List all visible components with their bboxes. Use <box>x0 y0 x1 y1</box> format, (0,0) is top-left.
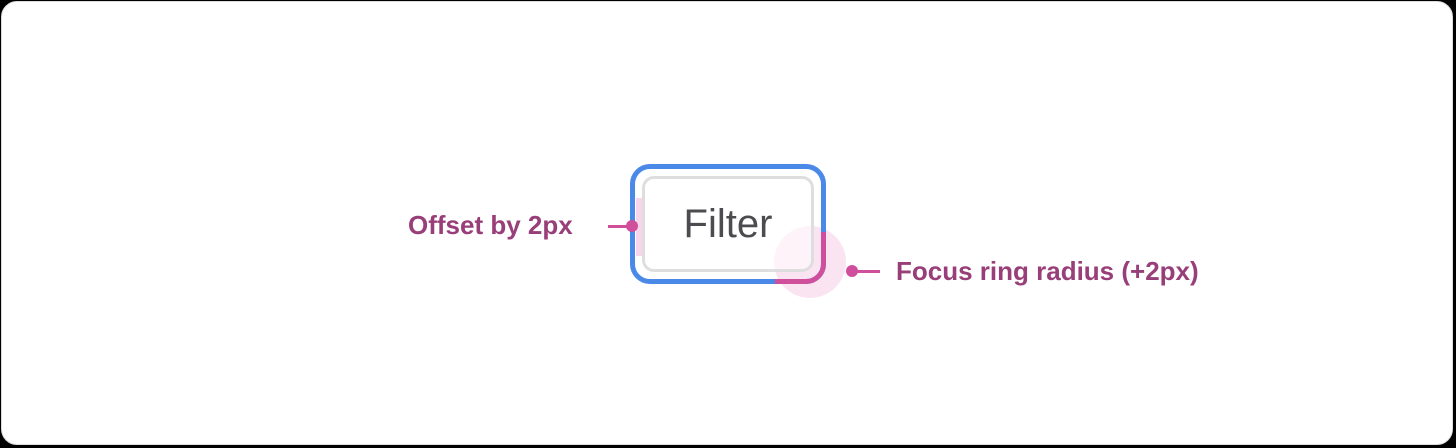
filter-button-label: Filter <box>683 201 773 246</box>
radius-annotation-line <box>852 270 880 273</box>
offset-annotation-line <box>608 225 632 228</box>
offset-annotation-dot <box>626 220 638 232</box>
filter-button[interactable]: Filter <box>642 176 814 272</box>
radius-annotation-label: Focus ring radius (+2px) <box>896 256 1199 286</box>
offset-gap-highlight <box>636 198 643 256</box>
offset-annotation-label: Offset by 2px <box>408 210 573 240</box>
focus-ring-radius-highlight <box>775 232 826 284</box>
